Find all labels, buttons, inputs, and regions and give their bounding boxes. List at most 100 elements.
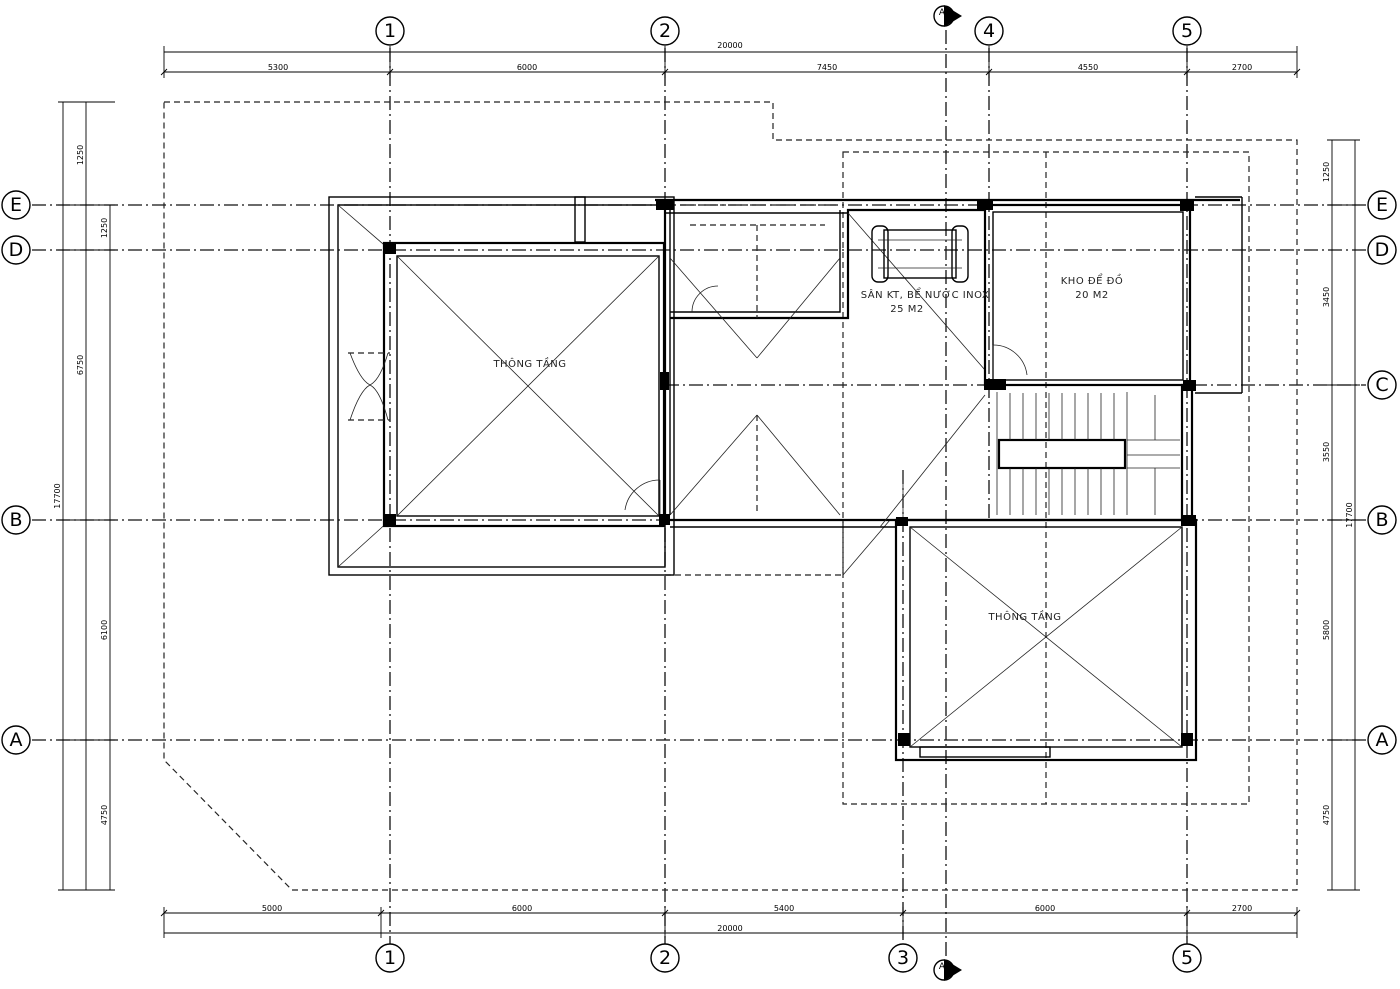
dim-top-seg-5: 2700 [1232,63,1252,72]
left-block [328,196,675,576]
room-label-void-right: THÔNG TẦNG [987,609,1061,623]
dim-right-seg-5: 4750 [1322,805,1331,825]
void-left-frame [382,241,666,528]
grid-bubble-left-E [1,190,31,220]
grid-bubble-bottom-3 [888,943,918,973]
stair-core [997,438,1127,470]
room-label-tech-area: SÂN KT, BỂ NƯỚC INOX [861,287,990,301]
grid-bubble-top-1 [375,16,405,46]
room-label-tech-area-size: 25 M2 [890,304,923,315]
section-marker-bottom-arrow [944,959,962,981]
grid-lines [32,30,1366,960]
dim-left-seg-1: 1250 [76,145,85,165]
grid-bubble-right-D [1367,235,1397,265]
storage-room-walls [983,203,1192,387]
dim-bottom-seg-3: 5400 [774,904,794,913]
dim-top-total: 20000 [717,41,742,50]
mid-diagonal-long [879,394,986,528]
section-marker-top-arrow [944,5,962,27]
left-block-parapet [574,196,586,243]
grid-bubble-right-B-label: B [1375,509,1388,531]
dim-bottom-seg-1: 5000 [262,904,282,913]
middle-block [655,198,1240,528]
grid-bubble-left-B-label: B [9,509,22,531]
grid-bubble-right-A [1367,725,1397,755]
columns [385,200,1196,746]
grid-bubble-top-2-label: 2 [659,20,671,42]
section-marker-top-label: A [939,8,946,18]
room-labels: THÔNG TẦNG THÔNG TẦNG SÂN KT, BỂ NƯỚC IN… [492,273,1122,623]
grid-bubble-left-A [1,725,31,755]
dim-top-seg-2: 6000 [517,63,537,72]
grid-bubble-top-2 [650,16,680,46]
grid-bubbles: 1 2 4 5 1 2 3 5 E D B A E D C B A [1,16,1397,973]
roof-outline-mid [665,520,844,576]
dim-right-seg-1: 1250 [1322,162,1331,182]
grid-bubble-right-B [1367,505,1397,535]
dimension-ticks [58,46,1360,938]
dim-bottom-seg-4: 6000 [1035,904,1055,913]
dimension-texts: 20000 5300 6000 7450 4550 2700 5000 6000… [53,41,1354,933]
grid-bubble-left-D-label: D [9,239,24,261]
grid-bubble-left-A-label: A [10,729,23,751]
dim-right-seg-4: 5800 [1322,620,1331,640]
grid-bubble-bottom-5 [1172,943,1202,973]
grid-bubble-right-C [1367,370,1397,400]
grid-bubble-left-B [1,505,31,535]
grid-bubble-bottom-1-label: 1 [384,947,396,969]
dim-top-seg-3: 7450 [817,63,837,72]
column [385,514,396,525]
grid-bubble-right-E [1367,190,1397,220]
dim-right-seg-3: 3550 [1322,442,1331,462]
grid-bubble-right-E-label: E [1376,194,1388,216]
right-lower-block [894,518,1198,762]
tank-body [883,229,957,279]
column [896,517,908,526]
column [1181,515,1196,526]
grid-bubble-right-C-label: C [1375,374,1388,396]
door-swing-storage [992,344,1028,376]
roof-hip-b [756,257,841,359]
column [1180,201,1194,211]
grid-bubble-bottom-5-label: 5 [1181,947,1193,969]
grid-bubble-top-1-label: 1 [384,20,396,42]
dim-left-total: 17700 [53,483,62,508]
grid-bubble-bottom-2 [650,943,680,973]
left-block-inner [337,204,666,568]
roof-hip-a [669,257,758,359]
roof-hip-line [842,519,891,576]
dim-top-seg-1: 5300 [268,63,288,72]
column [656,200,674,210]
dim-left-seg-4: 6100 [100,620,109,640]
dim-right-total: 17700 [1345,502,1354,527]
door-swing-mid [691,285,719,313]
dimension-lines [58,46,1360,938]
void-right-frame [894,518,1198,762]
column [1183,380,1196,391]
left-window-arc [349,384,389,421]
column [984,379,1006,390]
left-window-arc-2 [349,352,389,386]
column [977,201,993,210]
room-label-storage-size: 20 M2 [1075,290,1108,301]
water-tank [871,225,969,283]
grid-bubble-bottom-3-label: 3 [897,947,909,969]
section-marker-bottom: A [933,959,962,981]
left-block-diagonal-b [337,519,391,568]
void-right-balcony [919,746,1051,758]
void-left-inner [396,255,660,517]
column [660,372,669,390]
void-right-cross-b [909,526,1183,748]
right-upper-block [983,196,1243,522]
grid-bubble-left-E-label: E [10,194,22,216]
dim-left-seg-3: 6750 [76,355,85,375]
column [659,514,670,525]
dim-right-seg-2: 3450 [1322,287,1331,307]
dim-left-seg-5: 4750 [100,805,109,825]
grid-bubble-right-D-label: D [1375,239,1390,261]
grid-bubble-top-5 [1172,16,1202,46]
grid-bubble-top-5-label: 5 [1181,20,1193,42]
roof-hip-c [669,414,758,516]
tank-cap-right [951,225,969,283]
